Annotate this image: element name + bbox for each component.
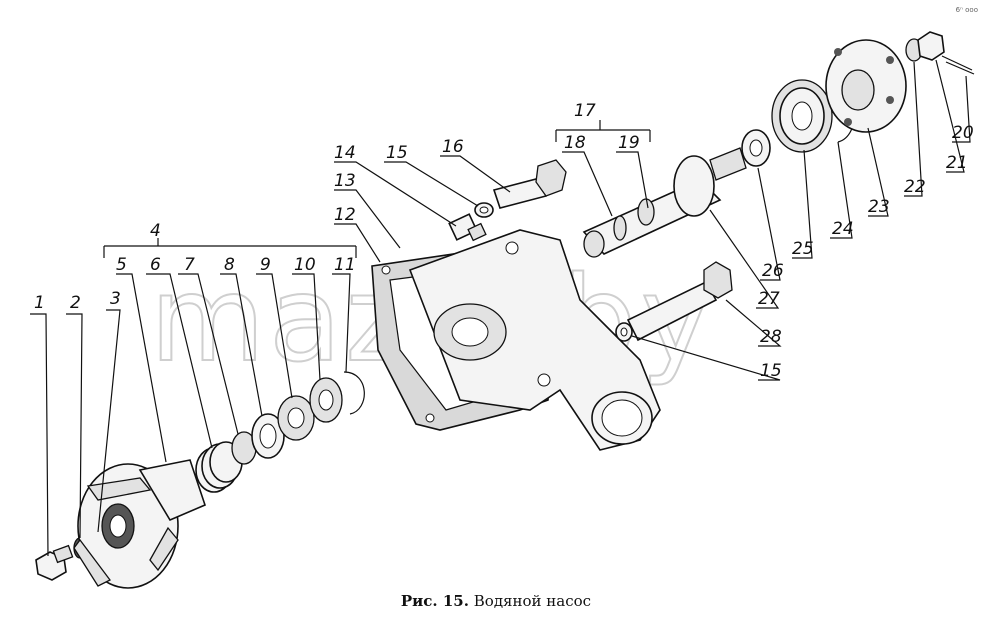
label-5: 5 — [116, 255, 127, 275]
caption-title: Водяной насос — [473, 592, 592, 610]
label-2: 2 — [70, 293, 81, 313]
label-3: 3 — [110, 289, 121, 309]
label-4: 4 — [150, 221, 161, 241]
figure-caption: Рис. 15. Водяной насос — [0, 592, 992, 610]
label-26: 26 — [762, 261, 784, 281]
label-18: 18 — [564, 133, 586, 153]
label-17: 17 — [574, 101, 596, 121]
label-22: 22 — [904, 177, 926, 197]
label-24: 24 — [832, 219, 854, 239]
label-14: 14 — [334, 143, 356, 163]
label-15-lower: 15 — [760, 361, 782, 381]
part-labels: 1 2 3 4 5 6 7 8 9 10 11 12 13 14 15 16 1… — [34, 101, 974, 381]
part-21-castle-nut — [917, 31, 945, 61]
impeller — [73, 459, 206, 589]
label-20: 20 — [952, 123, 974, 143]
part-11-snap-ring — [343, 371, 365, 415]
label-6: 6 — [150, 255, 161, 275]
label-8: 8 — [224, 255, 235, 275]
label-25: 25 — [792, 239, 814, 259]
part-15-washer-upper — [474, 202, 494, 218]
part-17-shaft-assembly — [582, 147, 747, 258]
label-28: 28 — [760, 327, 782, 347]
label-15-upper: 15 — [386, 143, 408, 163]
part-26-spacer — [741, 129, 771, 167]
part-25-bearing — [771, 79, 833, 153]
label-21: 21 — [946, 153, 968, 173]
label-7: 7 — [184, 255, 195, 275]
label-23: 23 — [868, 197, 890, 217]
part-8-seal — [251, 413, 285, 459]
label-16: 16 — [442, 137, 464, 157]
part-10-ring — [309, 377, 343, 423]
label-12: 12 — [334, 205, 356, 225]
label-19: 19 — [618, 133, 640, 153]
part-14-fitting — [448, 213, 487, 242]
label-27: 27 — [758, 289, 780, 309]
label-13: 13 — [334, 171, 356, 191]
part-20-cotter-pin — [941, 55, 975, 75]
label-1: 1 — [34, 293, 45, 313]
part-16-bolt — [492, 159, 567, 209]
label-11: 11 — [334, 255, 356, 275]
label-9: 9 — [260, 255, 271, 275]
leader-lines — [30, 59, 971, 557]
caption-prefix: Рис. 15. — [400, 592, 469, 610]
part-28-bolt — [626, 261, 733, 342]
part-9-washer — [277, 395, 315, 441]
label-10: 10 — [294, 255, 316, 275]
part-15-washer-lower — [615, 322, 633, 342]
part-23-hub — [825, 39, 907, 133]
pump-housing — [408, 229, 661, 451]
corner-mark: 6ⁿ ooo — [955, 6, 978, 14]
part-1-bolt — [35, 544, 74, 581]
